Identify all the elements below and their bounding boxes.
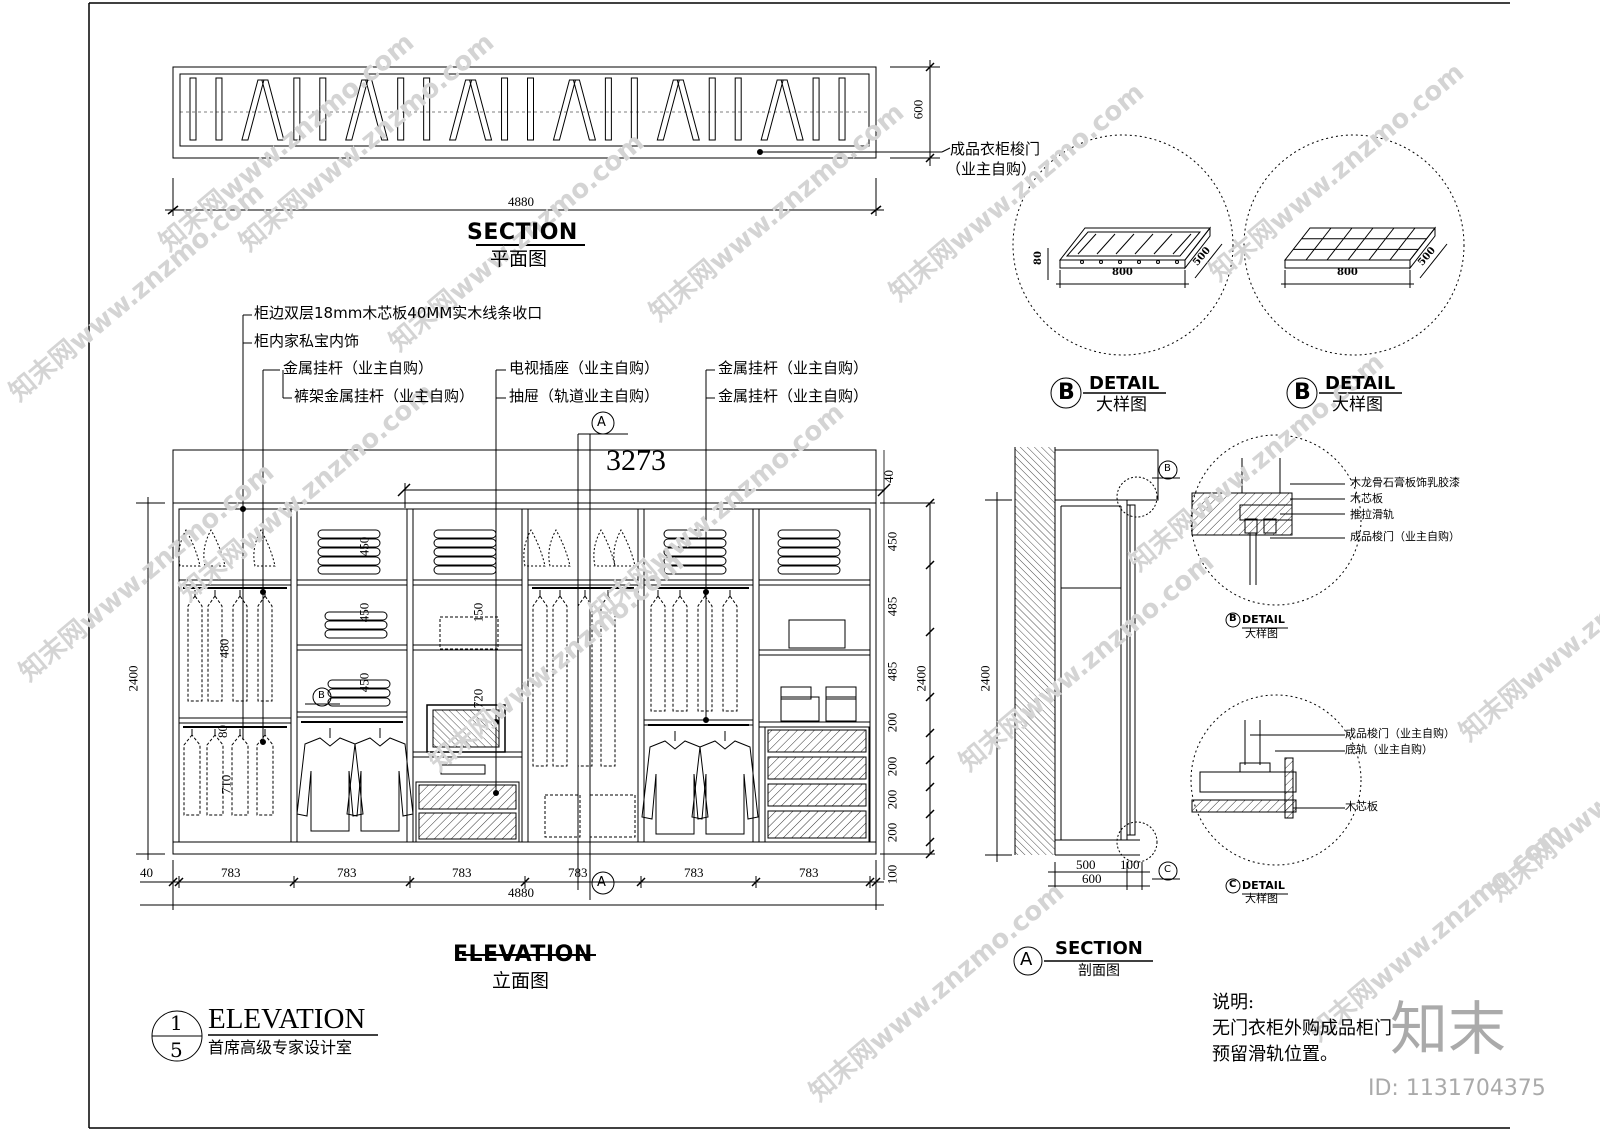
section-a-view: [985, 447, 1180, 976]
right-dim-5: 200: [884, 756, 900, 777]
right-dim-8: 100: [884, 864, 900, 885]
title-stamp: [151, 1010, 378, 1062]
inner-dim-2: 450: [356, 672, 372, 693]
dim-3273: 3273: [606, 444, 666, 477]
stamp-number-bottom: 5: [170, 1038, 183, 1062]
detail-b-small: [1190, 434, 1362, 629]
notes-line1: 无门衣柜外购成品柜门: [1212, 1018, 1392, 1039]
plan-title: SECTION: [467, 220, 578, 245]
section-marker-b: B: [1164, 463, 1171, 474]
inner-dim-1: 450: [356, 602, 372, 623]
detail-c-small-l3: 木芯板: [1345, 800, 1378, 813]
callout-tv-socket: 电视插座（业主自购）: [509, 359, 660, 377]
watermark-brand: 知末: [1390, 995, 1507, 1063]
detail-b-small-l1: 木龙骨石膏板饰乳胶漆: [1350, 476, 1460, 489]
detail-c-small-subtitle: 大样图: [1245, 892, 1278, 905]
section-a-title: SECTION: [1055, 938, 1143, 959]
detail-b-small-subtitle: 大样图: [1245, 627, 1278, 640]
elev-height-left: 2400: [125, 665, 141, 692]
callout-trouser-rod: 裤架金属挂杆（业主自购）: [294, 387, 475, 405]
section-marker-c: C: [1164, 864, 1171, 875]
detail-b2-subtitle: 大样图: [1332, 395, 1383, 415]
column-dim-4: 783: [684, 865, 704, 880]
callout-interior-finish: 柜内家私宝内饰: [254, 332, 360, 350]
section-marker-a-top: A: [597, 415, 606, 430]
section-dim-100: 100: [1120, 857, 1140, 872]
stamp-title: ELEVATION: [208, 1003, 366, 1035]
detail-c-small-l2: 底轨（业主自购）: [1345, 743, 1433, 756]
detail-c-small-l1: 成品梭门（业主自购）: [1345, 727, 1455, 740]
inner-dim-6: 80: [215, 725, 230, 738]
column-dim-3: 783: [568, 865, 588, 880]
stamp-number-top: 1: [170, 1011, 183, 1035]
elevation-subtitle: 立面图: [492, 970, 550, 992]
elevation-view: [136, 314, 935, 956]
stamp-subtitle: 首席高级专家设计室: [208, 1038, 353, 1057]
column-dim-1: 783: [337, 865, 357, 880]
column-dim-2: 783: [452, 865, 472, 880]
inner-dim-7: 710: [218, 774, 234, 795]
elevation-title: ELEVATION: [453, 942, 593, 967]
plan-view: [165, 60, 951, 246]
notes-line2: 预留滑轨位置。: [1212, 1044, 1338, 1065]
plan-width-dim: 4880: [508, 194, 534, 209]
right-dim-6: 200: [884, 789, 900, 810]
detail-b2-title: DETAIL: [1325, 373, 1396, 394]
inner-dim-0: 450: [356, 536, 372, 557]
sheet-border: [88, 2, 1510, 1129]
detail-b-small-letter: B: [1229, 613, 1237, 624]
inner-dim-4: 720: [470, 688, 486, 709]
detail-b1-subtitle: 大样图: [1096, 395, 1147, 415]
right-dim-0: 40: [881, 470, 896, 483]
callout-hanging-rod-right1: 金属挂杆（业主自购）: [718, 359, 869, 377]
tray1-width: 800: [1112, 267, 1133, 278]
detail-c-small-letter: C: [1229, 879, 1237, 890]
detail-b-small-l2: 木芯板: [1350, 492, 1383, 505]
inner-dim-5: 480: [216, 638, 232, 659]
callout-drawer: 抽屉（轨道业主自购）: [509, 387, 660, 405]
right-dim-4: 200: [884, 712, 900, 733]
elev-height-right: 2400: [913, 665, 929, 692]
inner-dim-3: 150: [470, 602, 486, 623]
plan-subtitle: 平面图: [490, 248, 548, 270]
column-dim-5: 783: [799, 865, 819, 880]
detail-b-small-title: DETAIL: [1242, 613, 1285, 626]
detail-c-small-title: DETAIL: [1242, 879, 1285, 892]
tray1-height: 80: [1032, 251, 1044, 265]
section-a-letter: A: [1020, 949, 1033, 970]
section-dim-500: 500: [1076, 857, 1096, 872]
elev-bottom-start: 40: [140, 865, 153, 880]
detail-b1-title: DETAIL: [1089, 373, 1160, 394]
detail-b-small-l4: 成品梭门（业主自购）: [1350, 530, 1460, 543]
section-dim-600: 600: [1082, 871, 1102, 886]
detail-b-small-l3: 推拉滑轨: [1350, 508, 1394, 521]
notes-heading: 说明:: [1212, 992, 1255, 1013]
callout-hanging-rod-left: 金属挂杆（业主自购）: [283, 359, 434, 377]
detail-b1-letter: B: [1058, 380, 1075, 405]
watermark-id: ID: 1131704375: [1368, 1076, 1546, 1101]
right-dim-7: 200: [884, 822, 900, 843]
tray2-width: 800: [1337, 267, 1358, 278]
right-dim-2: 485: [884, 596, 900, 617]
detail-b2-letter: B: [1294, 380, 1311, 405]
detail-c-small: [1190, 694, 1362, 895]
plan-note-line2: （业主自购）: [946, 160, 1037, 178]
detail-b-circles: [1012, 134, 1465, 409]
right-dim-1: 450: [884, 531, 900, 552]
elev-bottom-total: 4880: [508, 885, 534, 900]
section-a-subtitle: 剖面图: [1078, 963, 1120, 979]
callout-hanging-rod-right2: 金属挂杆（业主自购）: [718, 387, 869, 405]
plan-depth-dim: 600: [910, 99, 926, 120]
section-height: 2400: [977, 665, 993, 692]
column-dim-0: 783: [221, 865, 241, 880]
callout-edge-trim: 柜边双层18mm木芯板40MM实木线条收口: [254, 304, 543, 322]
right-dim-3: 485: [884, 661, 900, 682]
detail-marker-b-elev: B: [318, 690, 325, 701]
plan-note-line1: 成品衣柜梭门: [950, 140, 1041, 158]
section-marker-a-bottom: A: [597, 875, 606, 890]
